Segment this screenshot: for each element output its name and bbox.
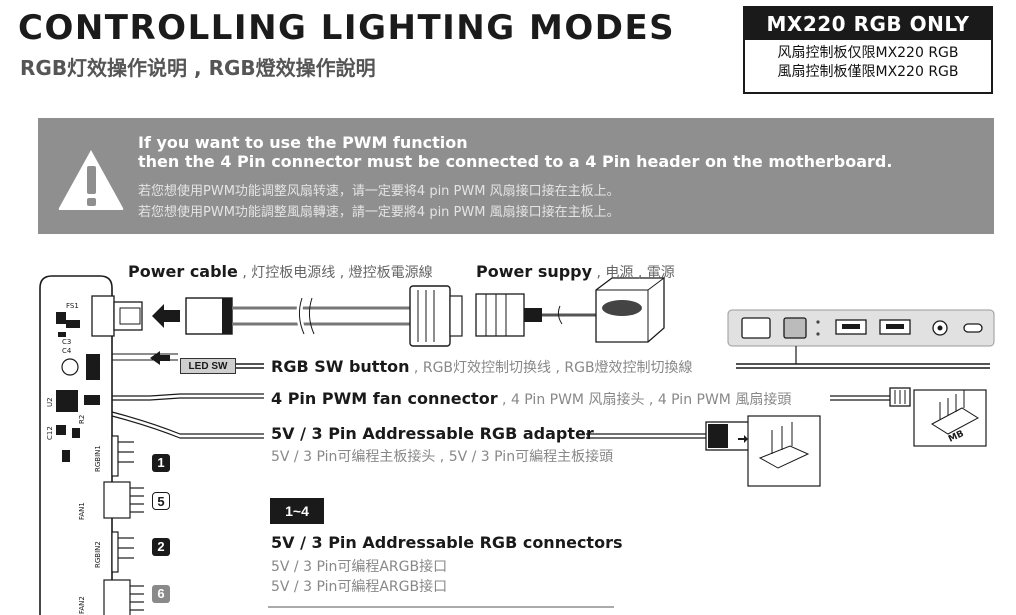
power-cable-sub: , 灯控板电源线 , 燈控板電源線 [237,265,433,281]
power-cable-title: Power cable [128,262,238,281]
silk-c4: C4 [62,347,72,355]
power-supply-label: Power suppy , 电源 , 電源 [476,262,675,282]
silk-fs1: FS1 [66,302,79,310]
model-badge-line-tc: 風扇控制板僅限MX220 RGB [777,64,959,80]
board-component [56,425,66,435]
board-component [56,312,66,324]
header-number-badge: 5 [152,492,170,510]
board-component [84,395,100,405]
board-component [72,428,80,438]
warning-line-3: 若您想使用PWM功能调整风扇转速，请一定要将4 pin PWM 风扇接口接在主板… [138,184,620,199]
page-subtitle: RGB灯效操作说明 , RGB燈效操作說明 [20,56,376,80]
argb-adapter-title: 5V / 3 Pin Addressable RGB adapter [271,424,594,443]
power-supply-title: Power suppy [476,262,593,281]
warning-line-1: If you want to use the PWM function [138,133,468,152]
pwm-warning-box [38,118,994,234]
rgb-sw-label: RGB SW button , RGB灯效控制切换线 , RGB燈效控制切換線 [271,357,693,377]
board-component [58,332,66,337]
header-number-badge: 6 [152,585,170,603]
pwm-fan-title: 4 Pin PWM fan connector [271,389,498,408]
led-sw-connector: LED SW [180,358,236,374]
board-component [66,320,80,328]
pwm-fan-label: 4 Pin PWM fan connector , 4 Pin PWM 风扇接头… [271,389,791,409]
header-number-badge: 1 [152,454,170,472]
exclamation-triangle-icon [58,150,124,210]
header-number-badge: 2 [152,538,170,556]
silk-r2: R2 [78,415,86,424]
board-chip [56,390,78,412]
rgb-sw-case-button [783,317,807,339]
usbc-port [963,323,983,333]
silk-rgb1: RGBIN1 [94,445,102,472]
rgb-sw-title: RGB SW button [271,357,410,376]
wiring-diagram: MB FS1 C3 C4 U2 C12 R2 FAN1 RGBIN2 FAN2 … [39,275,995,615]
argb-connectors-sc: 5V / 3 Pin可编程ARGB接口 [271,559,448,575]
board-power-socket [91,295,115,337]
molex-connector [409,285,451,347]
range-badge: 1~4 [270,498,324,524]
arrow-left-icon [152,304,180,328]
argb-connectors-tc: 5V / 3 Pin可編程ARGB接口 [271,579,448,595]
psu-molex [475,293,525,337]
model-badge-line-sc: 风扇控制板仅限MX220 RGB [777,45,959,61]
reset-button [741,317,771,339]
page-title: CONTROLLING LIGHTING MODES [18,8,676,48]
silk-fan2: FAN2 [78,596,86,614]
power-cable-label: Power cable , 灯控板电源线 , 燈控板電源線 [128,262,433,282]
silk-fan1: FAN1 [78,502,86,520]
warning-line-4: 若您想使用PWM功能調整風扇轉速，請一定要將4 pin PWM 風扇接口接在主板… [138,205,620,220]
controller-board [39,275,113,615]
board-component [62,450,70,462]
argb-adapter-sub: 5V / 3 Pin可编程主板接头 , 5V / 3 Pin可編程主板接頭 [271,449,614,465]
model-badge: MX220 RGB ONLY 风扇控制板仅限MX220 RGB 風扇控制板僅限M… [743,6,993,94]
silk-c12: C12 [46,426,54,440]
pwm-fan-sub: , 4 Pin PWM 风扇接头 , 4 Pin PWM 風扇接頭 [497,392,792,408]
warning-line-2: then the 4 Pin connector must be connect… [138,152,893,171]
silk-c3: C3 [62,338,71,346]
silk-u2: U2 [46,397,54,407]
rgb-sw-sub: , RGB灯效控制切换线 , RGB燈效控制切換線 [409,360,693,376]
board-led [61,358,79,376]
silk-rgb2: RGBIN2 [94,541,102,568]
model-badge-title: MX220 RGB ONLY [745,8,991,40]
argb-connectors-title: 5V / 3 Pin Addressable RGB connectors [271,533,623,552]
board-component [86,354,100,380]
power-supply-sub: , 电源 , 電源 [592,265,675,281]
